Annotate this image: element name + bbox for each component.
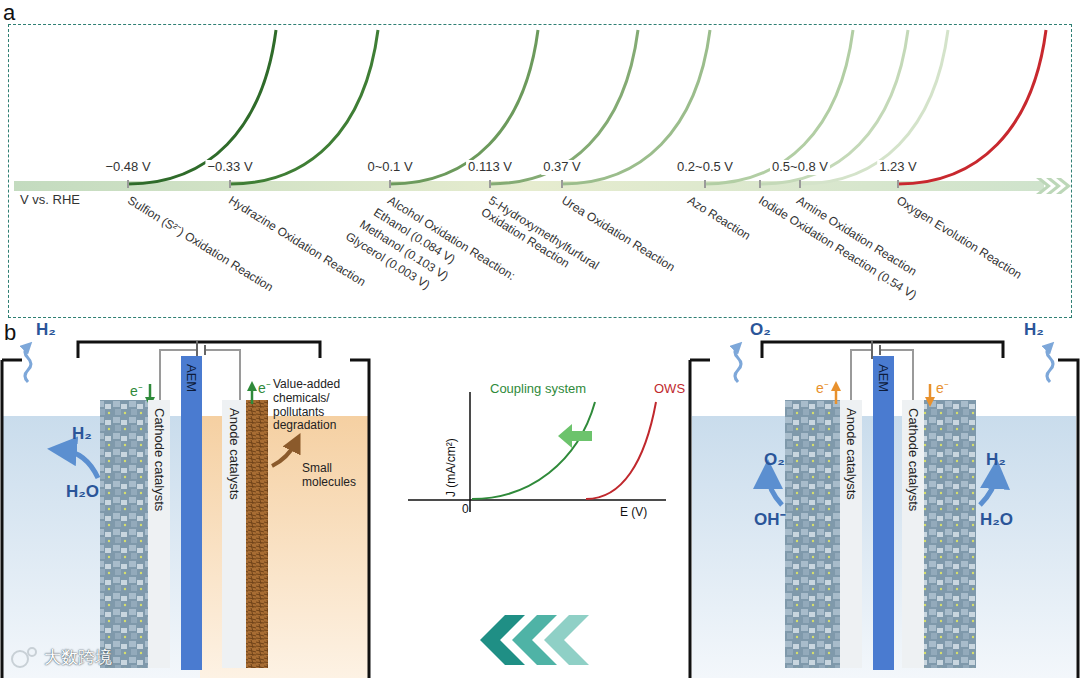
vertical-label: Anode catalysts bbox=[227, 408, 241, 500]
watermark-logo-part bbox=[12, 651, 28, 667]
direction-chevrons-part bbox=[544, 615, 589, 665]
annotation-label: H₂ bbox=[986, 450, 1006, 470]
right-cell-part bbox=[835, 386, 838, 404]
annotation-label: Value-added chemicals/ pollutants degrad… bbox=[273, 378, 359, 433]
annotation-label: OWS bbox=[654, 382, 685, 397]
watermark-text: 大数跨境 bbox=[44, 648, 112, 668]
left-cell-part bbox=[272, 442, 296, 466]
panel-letter: a bbox=[3, 2, 15, 24]
right-cell-part bbox=[785, 400, 840, 668]
annotation-label: E (V) bbox=[620, 506, 647, 520]
vertical-label: AEM bbox=[876, 364, 890, 392]
potential-value: 0.113 V bbox=[466, 160, 514, 175]
left-cell-part bbox=[246, 400, 268, 668]
annotation-label: b bbox=[4, 320, 16, 345]
catalyst-plate: Anode catalysts bbox=[222, 400, 246, 668]
catalyst-plate: Cathode catalysts bbox=[148, 400, 170, 668]
jv-graph-part bbox=[558, 424, 592, 448]
tick-marks bbox=[128, 180, 898, 188]
potential-value: 1.23 V bbox=[877, 160, 919, 175]
left-cell-part bbox=[251, 386, 254, 404]
vertical-label: Cathode catalysts bbox=[906, 408, 920, 511]
direction-chevrons bbox=[480, 615, 589, 665]
potential-axis-part bbox=[1036, 178, 1071, 194]
catalyst-plate: Cathode catalysts bbox=[902, 400, 924, 668]
jv-graph bbox=[408, 392, 666, 512]
right-cell-part bbox=[980, 474, 996, 505]
annotation-label: e⁻ bbox=[130, 383, 143, 399]
annotation-label: O₂ bbox=[764, 450, 785, 470]
right-cell-part bbox=[924, 400, 976, 668]
vertical-label: Anode catalysts bbox=[844, 408, 858, 500]
left-cell bbox=[2, 341, 369, 678]
annotation-label: V vs. RHE bbox=[20, 193, 80, 208]
right-cell-part bbox=[768, 474, 782, 505]
polarization-curves bbox=[128, 30, 1046, 184]
annotation-label: Coupling system bbox=[490, 382, 586, 397]
reaction-label: 5-Hydroxymethylfurfural Oxidation Reacti… bbox=[478, 194, 620, 297]
annotation-label: H₂O bbox=[66, 482, 99, 502]
annotation-label: e⁻ bbox=[816, 380, 829, 396]
left-cell-part bbox=[25, 346, 31, 382]
annotation-label: OH⁻ bbox=[754, 510, 786, 530]
catalyst-plate: Anode catalysts bbox=[840, 400, 862, 668]
membrane-bar: AEM bbox=[873, 356, 894, 670]
vertical-label: Cathode catalysts bbox=[152, 408, 166, 511]
polarization-curves-part bbox=[898, 30, 1046, 184]
left-cell-part bbox=[62, 450, 98, 478]
annotation-label: 0 bbox=[462, 503, 469, 517]
watermark-logo-part bbox=[28, 648, 36, 656]
annotation-label: H₂O bbox=[980, 510, 1013, 530]
potential-value: −0.48 V bbox=[103, 160, 152, 175]
potential-value: 0.37 V bbox=[541, 160, 583, 175]
right-cell bbox=[690, 341, 1078, 678]
reaction-label: Iodide Oxidation Reaction (0.54 V) bbox=[756, 194, 919, 303]
annotation-label: e⁻ bbox=[936, 380, 949, 396]
right-cell-part bbox=[735, 346, 741, 382]
potential-value: 0~0.1 V bbox=[365, 160, 414, 175]
annotation-label: H₂ bbox=[72, 424, 92, 444]
potential-axis-part bbox=[14, 181, 1044, 191]
potential-axis bbox=[14, 178, 1071, 194]
annotation-label: Small molecules bbox=[302, 462, 360, 490]
annotation-label: O₂ bbox=[750, 320, 771, 340]
tick-marks-part bbox=[128, 180, 898, 188]
potential-value: 0.2~0.5 V bbox=[675, 160, 735, 175]
vertical-label: AEM bbox=[184, 364, 198, 392]
annotation-label: e⁻ bbox=[258, 380, 271, 396]
jv-graph-part bbox=[472, 402, 595, 499]
reaction-label: Azo Reaction bbox=[685, 194, 753, 244]
potential-value: 0.5~0.8 V bbox=[770, 160, 830, 175]
jv-graph-part bbox=[586, 402, 656, 499]
left-cell-part bbox=[2, 342, 369, 678]
membrane-bar: AEM bbox=[181, 356, 202, 670]
right-cell-part bbox=[929, 384, 932, 402]
potential-value: −0.33 V bbox=[205, 160, 254, 175]
jv-graph-part bbox=[408, 392, 666, 512]
reaction-label: J (mA/cm²) bbox=[445, 438, 459, 497]
annotation-label: H₂ bbox=[1024, 320, 1044, 340]
annotation-label: H₂ bbox=[36, 320, 56, 340]
watermark-logo bbox=[12, 648, 36, 667]
right-cell-part bbox=[1047, 346, 1053, 382]
right-cell-part bbox=[690, 342, 1078, 678]
left-cell-part bbox=[100, 400, 148, 668]
